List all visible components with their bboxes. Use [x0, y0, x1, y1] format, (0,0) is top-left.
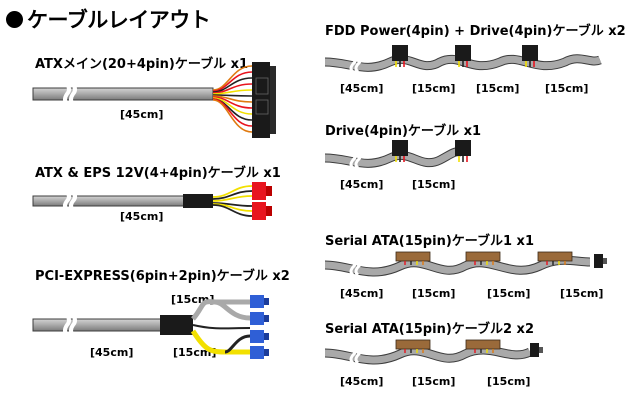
drive-cable-drawing: [324, 140, 471, 170]
drive-label: Drive(4pin)ケーブル x1: [325, 124, 482, 139]
pcie-label: PCI-EXPRESS(6pin+2pin)ケーブル x2: [35, 269, 290, 284]
fdd-drive-label: FDD Power(4pin) + Drive(4pin)ケーブル x2: [325, 24, 626, 39]
pcie-length-main: [45cm]: [90, 346, 134, 359]
atx-eps-cable-drawing: [32, 182, 272, 220]
atx-eps-length-main: [45cm]: [120, 210, 164, 223]
drive-length-seg1: [15cm]: [412, 178, 456, 191]
sata2-label: Serial ATA(15pin)ケーブル2 x2: [325, 322, 534, 337]
sata1-length-seg2: [15cm]: [487, 287, 531, 300]
sata1-length-seg3: [15cm]: [560, 287, 604, 300]
sata2-length-seg2: [15cm]: [487, 375, 531, 388]
fdd-length-main: [45cm]: [340, 82, 384, 95]
fdd-length-seg3: [15cm]: [545, 82, 589, 95]
atx-main-label: ATXメイン(20+4pin)ケーブル x1: [35, 57, 249, 72]
sata2-cable-drawing: [324, 339, 543, 365]
bullet-dot-icon: [6, 11, 23, 28]
fdd-drive-cable-drawing: [324, 45, 602, 74]
sata1-length-seg1: [15cm]: [412, 287, 456, 300]
page-title: ケーブルレイアウト: [6, 4, 211, 34]
pcie-cable-drawing: [32, 295, 269, 359]
fdd-length-seg1: [15cm]: [412, 82, 456, 95]
sata1-label: Serial ATA(15pin)ケーブル1 x1: [325, 234, 534, 249]
fdd-length-seg2: [15cm]: [476, 82, 520, 95]
atx-main-length-main: [45cm]: [120, 108, 164, 121]
sata1-cable-drawing: [324, 251, 607, 277]
atx-eps-label: ATX & EPS 12V(4+4pin)ケーブル x1: [35, 166, 281, 181]
sata2-length-main: [45cm]: [340, 375, 384, 388]
atx-main-cable-drawing: [32, 62, 276, 138]
sata1-length-main: [45cm]: [340, 287, 384, 300]
sata2-length-seg1: [15cm]: [412, 375, 456, 388]
drive-length-main: [45cm]: [340, 178, 384, 191]
